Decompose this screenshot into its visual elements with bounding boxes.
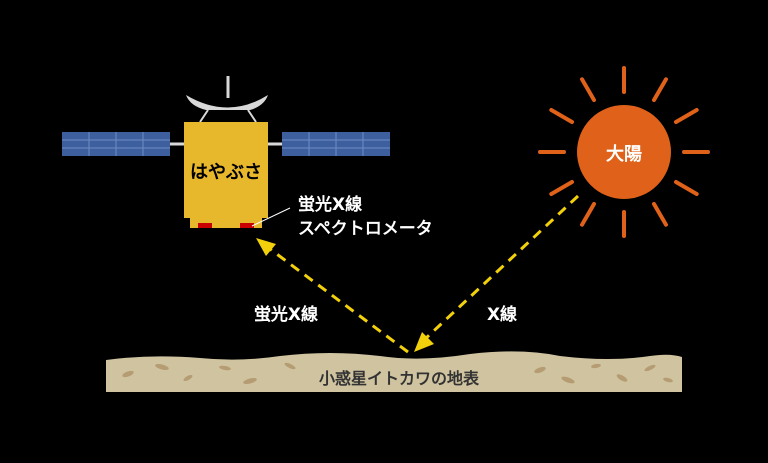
instrument-label-line2: スペクトロメータ bbox=[298, 219, 433, 239]
surface-label: 小惑星イトカワの地表 bbox=[319, 369, 480, 388]
sun bbox=[577, 105, 671, 199]
sun-label: 大陽 bbox=[606, 143, 642, 165]
sun-ray bbox=[674, 180, 699, 196]
sun-rays bbox=[538, 66, 710, 238]
antenna-dish bbox=[186, 95, 268, 110]
surface-rocks bbox=[122, 362, 673, 385]
sun-ray bbox=[549, 108, 574, 124]
xray-arrowhead bbox=[414, 332, 434, 352]
satellite-body bbox=[184, 122, 268, 218]
satellite-label: はやぶさ bbox=[190, 162, 262, 183]
solar-panel-left bbox=[62, 132, 170, 156]
fluorescent-xray-line bbox=[265, 244, 409, 354]
sun-ray bbox=[580, 77, 596, 102]
instrument-leader bbox=[251, 207, 291, 227]
solar-panel-right bbox=[282, 132, 390, 156]
satellite-base bbox=[190, 218, 262, 228]
fluorescent-xray-label: 蛍光X線 bbox=[254, 304, 318, 325]
hayabusa-satellite: はやぶさ bbox=[62, 76, 390, 228]
sun-ray bbox=[549, 180, 574, 196]
asteroid-surface bbox=[106, 351, 682, 392]
instrument-label-line1: 蛍光X線 bbox=[298, 194, 362, 215]
sun-ray bbox=[580, 202, 596, 227]
fluorescent-xray-arrowhead bbox=[256, 238, 276, 256]
sun-ray bbox=[652, 202, 668, 227]
sun-ray bbox=[652, 77, 668, 102]
xray-label: X線 bbox=[487, 304, 517, 325]
sun-ray bbox=[674, 108, 699, 124]
xray-line bbox=[422, 194, 580, 342]
sensor-right bbox=[240, 223, 254, 228]
sensor-left bbox=[198, 223, 212, 228]
